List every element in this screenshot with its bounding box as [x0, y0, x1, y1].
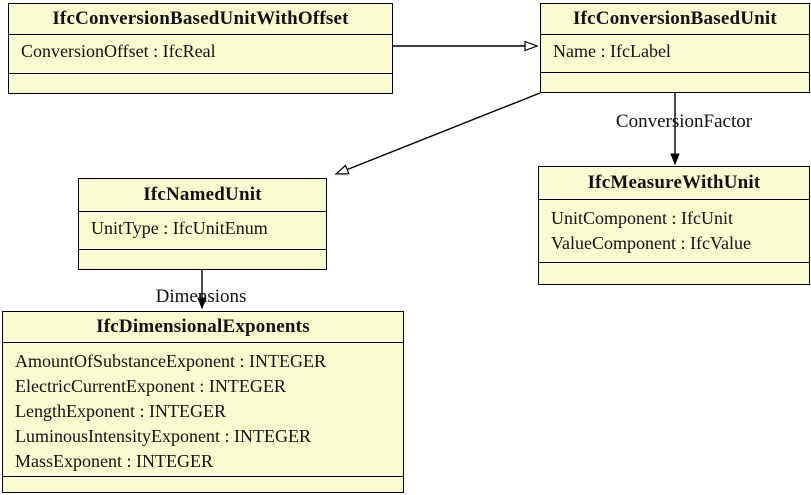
class-title: IfcConversionBasedUnit: [541, 4, 809, 35]
class-attributes: UnitComponent : IfcUnit ValueComponent :…: [539, 200, 809, 263]
empty-compartment: [3, 477, 403, 495]
relation-label-conversionfactor: ConversionFactor: [615, 111, 753, 132]
inheritance-arrow-conversionbasedunit-to-namedunit: [336, 92, 541, 175]
relation-label-dimensions: Dimensions: [155, 286, 247, 307]
class-attributes: UnitType : IfcUnitEnum: [79, 212, 326, 250]
class-title: IfcNamedUnit: [79, 179, 326, 212]
class-box-ifcdimensionalexponents: IfcDimensionalExponents AmountOfSubstanc…: [2, 311, 404, 493]
class-attributes: Name : IfcLabel: [541, 35, 809, 73]
attribute: ValueComponent : IfcValue: [551, 233, 751, 253]
attribute: LengthExponent : INTEGER: [15, 401, 226, 421]
class-attributes: ConversionOffset : IfcReal: [9, 35, 392, 74]
attribute: UnitComponent : IfcUnit: [551, 208, 733, 228]
empty-compartment: [541, 73, 809, 92]
empty-compartment: [79, 250, 326, 269]
class-box-ifcconversionbasedunit: IfcConversionBasedUnit Name : IfcLabel: [540, 3, 810, 93]
attribute: ElectricCurrentExponent : INTEGER: [15, 376, 286, 396]
class-box-ifcconversionbasedunitwithoffset: IfcConversionBasedUnitWithOffset Convers…: [8, 3, 393, 94]
attribute: Name : IfcLabel: [553, 41, 671, 61]
attribute: MassExponent : INTEGER: [15, 451, 213, 471]
attribute: LuminousIntensityExponent : INTEGER: [15, 426, 311, 446]
empty-compartment: [539, 263, 809, 284]
attribute: AmountOfSubstanceExponent : INTEGER: [15, 351, 326, 371]
attribute: UnitType : IfcUnitEnum: [91, 218, 268, 238]
class-attributes: AmountOfSubstanceExponent : INTEGER Elec…: [3, 343, 403, 477]
attribute: ConversionOffset : IfcReal: [21, 41, 216, 61]
class-title: IfcDimensionalExponents: [3, 312, 403, 343]
class-box-ifcmeasurewithunit: IfcMeasureWithUnit UnitComponent : IfcUn…: [538, 166, 810, 285]
class-title: IfcMeasureWithUnit: [539, 167, 809, 200]
class-box-ifcnamedunit: IfcNamedUnit UnitType : IfcUnitEnum: [78, 178, 327, 270]
empty-compartment: [9, 74, 392, 93]
class-title: IfcConversionBasedUnitWithOffset: [9, 4, 392, 35]
